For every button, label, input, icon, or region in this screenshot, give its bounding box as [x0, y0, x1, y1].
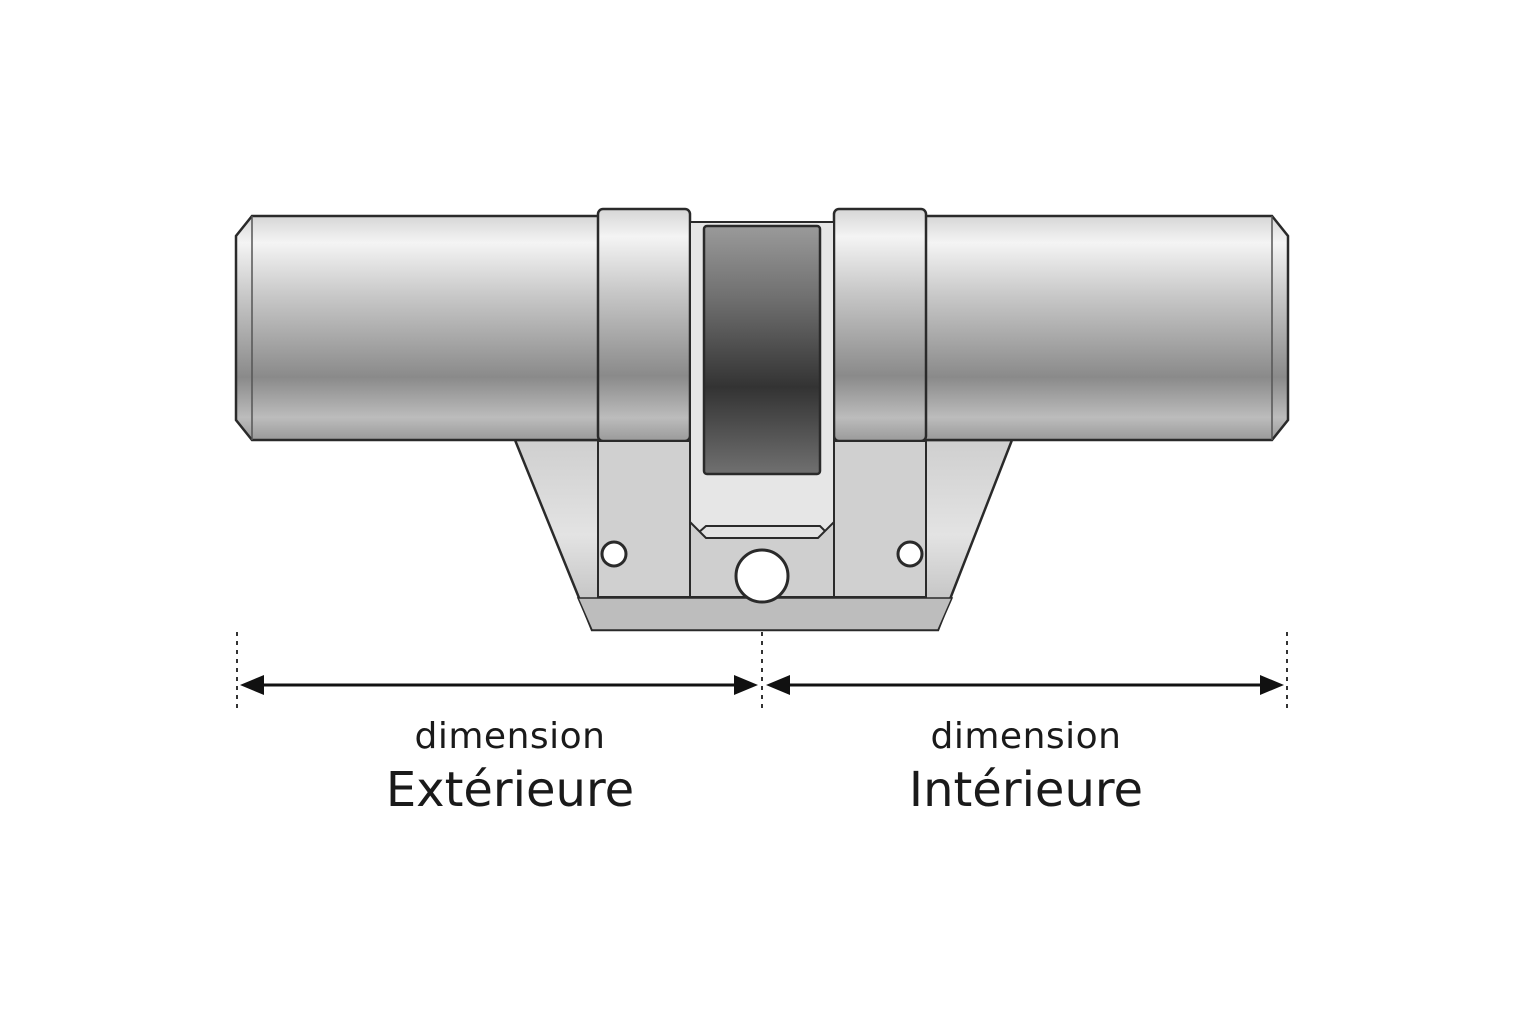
right-collar	[832, 207, 928, 443]
mounting-hole-icon	[896, 540, 924, 568]
arrowhead-icon	[240, 675, 264, 695]
exterior-dimension-side: Extérieure	[385, 762, 635, 818]
cam	[702, 224, 822, 476]
arrowhead-icon	[766, 675, 790, 695]
mounting-hole-icon	[600, 540, 628, 568]
left-cylinder-tube	[234, 214, 602, 442]
screw-hole-icon	[734, 548, 790, 604]
right-lower-pillar	[833, 440, 927, 598]
right-cylinder-tube	[922, 214, 1290, 442]
arrowhead-icon	[734, 675, 758, 695]
left-collar	[596, 207, 692, 443]
interior-dimension-word: dimension	[930, 716, 1122, 757]
exterior-dimension-word: dimension	[414, 716, 606, 757]
left-lower-pillar	[597, 440, 691, 598]
arrowhead-icon	[1260, 675, 1284, 695]
interior-dimension-side: Intérieure	[908, 762, 1144, 818]
interior-dimension-arrow	[766, 675, 1284, 695]
exterior-dimension-arrow	[240, 675, 758, 695]
